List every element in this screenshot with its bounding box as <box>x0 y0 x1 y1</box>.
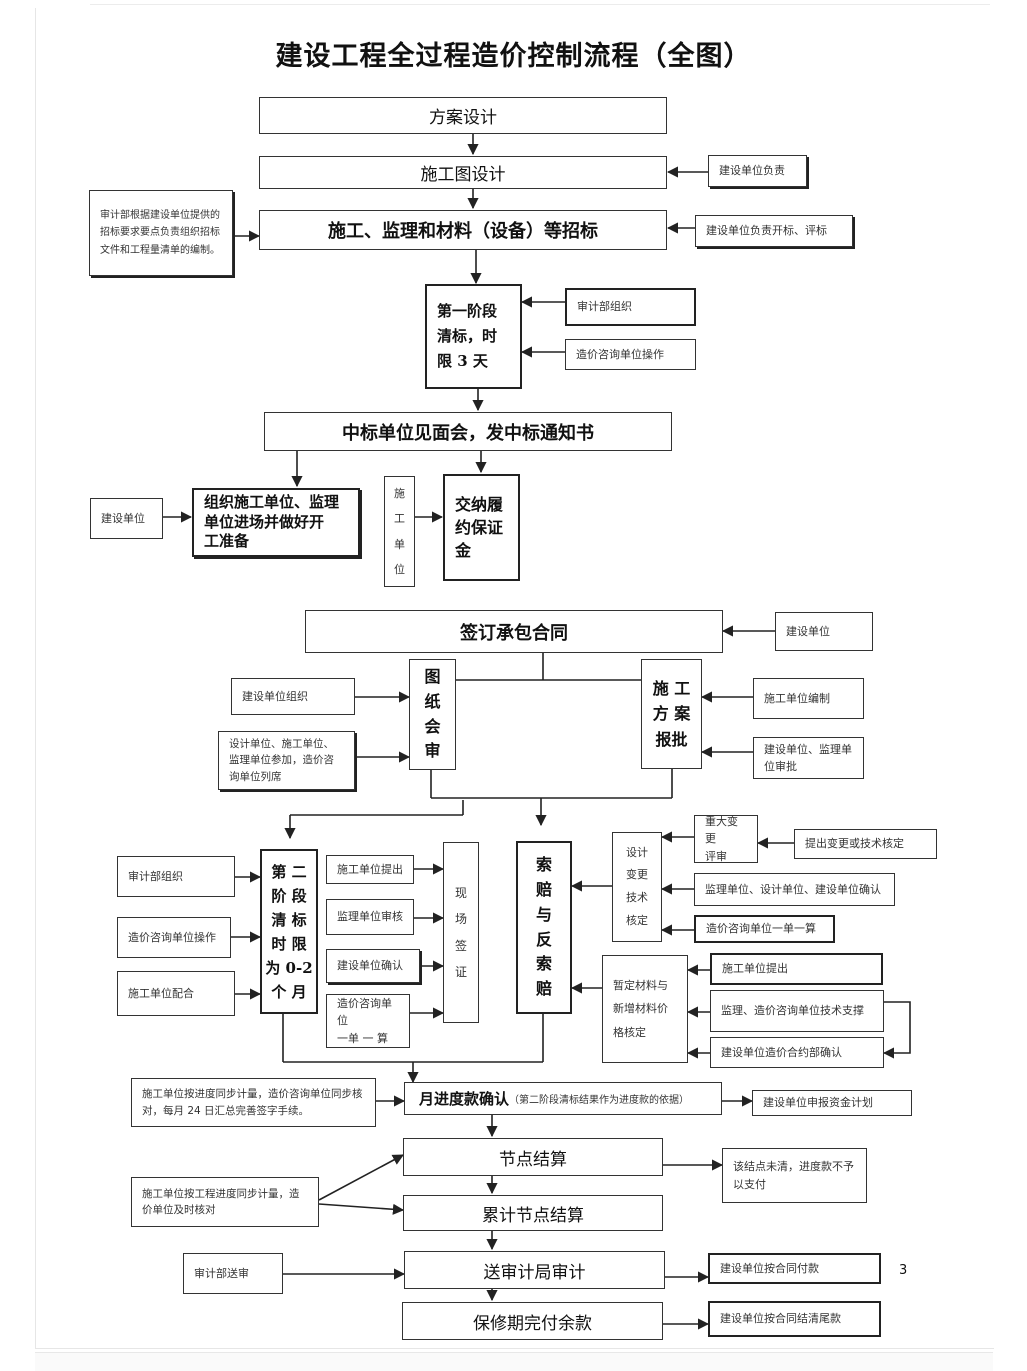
contractor-char: 位 <box>394 562 405 576</box>
second-stage-line: 为 0-2 <box>265 958 313 977</box>
note-measurement-by-progress: 施工单位按工程进度同步计量，造价单位及时核对 <box>131 1177 319 1227</box>
drawing-review-char: 会 <box>424 716 441 736</box>
note-audit-dept-organize: 审计部组织 <box>565 288 696 326</box>
claims-char: 赔 <box>535 979 552 999</box>
step-design-change-verification: 设计 变更 技术 核定 <box>612 832 662 942</box>
note-contractor-propose-material: 施工单位提出 <box>710 953 883 985</box>
note-owner-responsible: 建设单位负责 <box>708 155 807 187</box>
note-audit-dept-submit: 审计部送审 <box>183 1253 283 1294</box>
note-owner-fund-plan: 建设单位申报资金计划 <box>752 1090 912 1116</box>
design-change-line: 设计 <box>626 845 648 859</box>
step-provisional-material-pricing: 暂定材料与 新增材料价 格核定 <box>602 955 688 1063</box>
step-site-visa: 现 场 签 证 <box>443 842 479 1023</box>
plan-approval-line: 方 案 <box>652 704 691 724</box>
step-second-stage-bid-clearing: 第 二 阶 段 清 标 时 限 为 0-2 个 月 <box>260 849 318 1014</box>
second-stage-line: 时 限 <box>271 934 307 953</box>
note-cost-consultant-per-visa: 造价咨询单位 一单 一 算 <box>326 994 410 1048</box>
step-sign-contract: 签订承包合同 <box>305 610 723 653</box>
note-contractor-prepare-plan: 施工单位编制 <box>753 678 864 719</box>
note-owner-bid-evaluation: 建设单位负责开标、评标 <box>695 215 853 247</box>
step-claims-and-counterclaims: 索 赔 与 反 索 赔 <box>516 841 572 1014</box>
site-visa-char: 现 <box>454 885 467 900</box>
claims-char: 赔 <box>535 879 552 899</box>
step-construction-drawing-design: 施工图设计 <box>259 156 667 189</box>
note-contractor-propose-visa: 施工单位提出 <box>326 855 414 884</box>
claims-char: 索 <box>535 954 552 974</box>
contractor-char: 施 <box>394 486 405 500</box>
note-node-unsettled-no-payment: 该结点未清，进度款不予以支付 <box>722 1148 867 1203</box>
note-propose-change: 提出变更或技术核定 <box>794 829 937 859</box>
note-owner-settle-balance: 建设单位按合同结清尾款 <box>708 1301 881 1337</box>
note-major-change-review: 重大变更 评审 <box>694 815 758 863</box>
step-node-settlement: 节点结算 <box>403 1138 663 1176</box>
note-parties-confirm-change: 监理单位、设计单位、建设单位确认 <box>694 873 895 906</box>
contractor-char: 工 <box>394 512 405 526</box>
step-tendering: 施工、监理和材料（设备）等招标 <box>259 210 667 250</box>
note-owner-unit: 建设单位 <box>90 498 163 539</box>
drawing-review-char: 审 <box>424 741 441 761</box>
claims-char: 与 <box>535 904 552 924</box>
step-cumulative-node-settlement: 累计节点结算 <box>403 1195 663 1231</box>
step-drawing-review: 图 纸 会 审 <box>409 659 456 770</box>
step-scheme-design: 方案设计 <box>259 97 667 134</box>
site-visa-char: 签 <box>454 938 467 953</box>
note-owner-confirm-visa: 建设单位确认 <box>326 949 420 983</box>
note-cost-consultant-per-change: 造价咨询单位一单一算 <box>694 915 835 943</box>
second-stage-line: 阶 段 <box>271 886 307 905</box>
plan-approval-line: 施 工 <box>652 678 691 698</box>
step-warranty-final-payment: 保修期完付余款 <box>402 1302 663 1340</box>
note-review-participants: 设计单位、施工单位、监理单位参加，造价咨询单位列席 <box>218 731 355 790</box>
note-owner-supervisor-approve: 建设单位、监理单位审批 <box>753 737 864 779</box>
step-winning-bidder-meeting: 中标单位见面会，发中标通知书 <box>264 412 672 451</box>
claims-char: 索 <box>535 855 552 875</box>
contractor-char: 单 <box>394 537 405 551</box>
note-owner-contract: 建设单位 <box>775 612 873 651</box>
note-supervisor-review-visa: 监理单位审核 <box>326 899 414 935</box>
progress-payment-subnote: （第二阶段清标结果作为进度款的依据） <box>509 1095 690 1106</box>
note-audit-dept-tender-docs: 审计部根据建设单位提供的招标要求要点负责组织招标文件和工程量清单的编制。 <box>89 190 233 276</box>
top-divider <box>90 4 990 5</box>
design-change-line: 核定 <box>626 913 648 927</box>
note-technical-support: 监理、造价咨询单位技术支撑 <box>710 990 884 1032</box>
note-owner-contract-dept-confirm: 建设单位造价合约部确认 <box>710 1037 884 1068</box>
second-stage-line: 个 月 <box>271 982 307 1001</box>
design-change-line: 变更 <box>626 868 648 882</box>
second-stage-line: 第 二 <box>271 862 307 881</box>
drawing-review-char: 图 <box>424 666 441 686</box>
design-change-line: 技术 <box>626 891 648 904</box>
second-stage-line: 清 标 <box>271 910 307 929</box>
step-submit-audit: 送审计局审计 <box>404 1251 665 1289</box>
step-performance-bond: 交纳履 约保证 金 <box>443 474 520 581</box>
plan-approval-line: 报批 <box>655 729 688 749</box>
note-monthly-measurement: 施工单位按进度同步计量，造价咨询单位同步核对，每月 24 日汇总完善签字手续。 <box>131 1078 376 1127</box>
site-visa-char: 场 <box>454 912 467 927</box>
progress-payment-label: 月进度款确认 <box>419 1090 510 1108</box>
step-construction-plan-approval: 施 工 方 案 报批 <box>641 659 702 769</box>
site-visa-char: 证 <box>454 964 467 979</box>
note-owner-pay-per-contract: 建设单位按合同付款 <box>708 1253 881 1284</box>
note-contractor-cooperate: 施工单位配合 <box>117 971 235 1016</box>
note-contractor-bond: 施 工 单 位 <box>384 476 415 587</box>
note-cost-consultant-operate: 造价咨询单位操作 <box>565 339 696 370</box>
note-owner-organize-review: 建设单位组织 <box>231 678 355 715</box>
next-page-edge <box>35 1352 993 1371</box>
page-title: 建设工程全过程造价控制流程（全图） <box>275 41 752 72</box>
step-organize-entry: 组织施工单位、监理 单位进场并做好开 工准备 <box>192 488 360 557</box>
step-first-stage-bid-clearing: 第一阶段 清标，时 限 3 天 <box>425 284 522 389</box>
step-monthly-progress-payment: 月进度款确认 （第二阶段清标结果作为进度款的依据） <box>404 1082 722 1115</box>
drawing-review-char: 纸 <box>424 691 441 711</box>
note-audit-dept-organize-2: 审计部组织 <box>117 856 235 897</box>
page-number: 3 <box>899 1263 908 1278</box>
claims-char: 反 <box>535 929 552 949</box>
note-cost-consultant-operate-2: 造价咨询单位操作 <box>117 917 231 958</box>
